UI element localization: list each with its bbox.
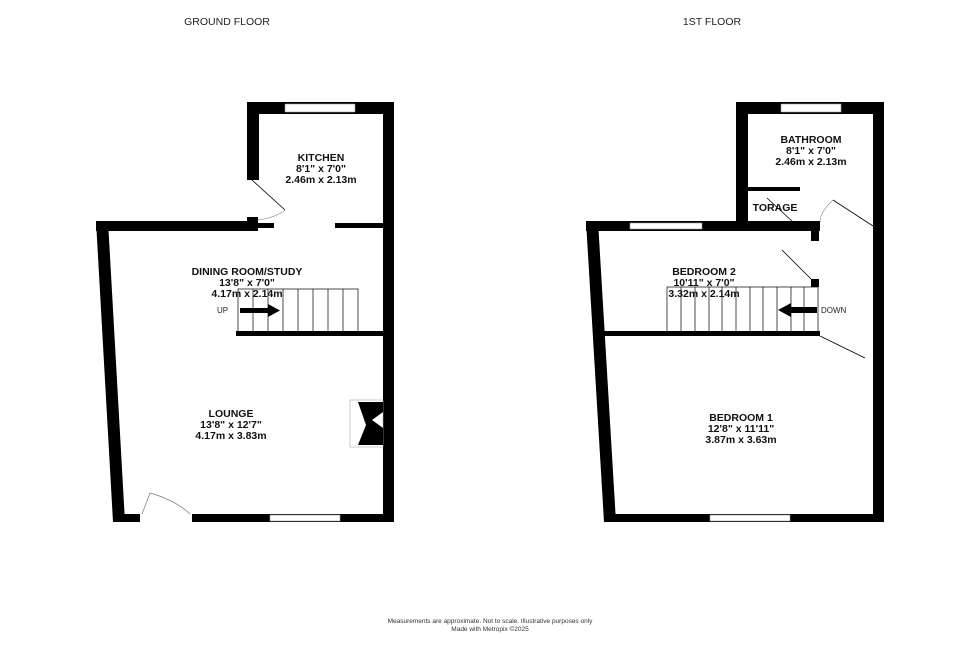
window — [284, 103, 356, 113]
room-metric: 2.46m x 2.13m — [775, 156, 847, 168]
room-metric: 4.17m x 2.14m — [211, 288, 283, 300]
wall — [586, 221, 616, 522]
room-imperial: 13'8" x 12'7" — [200, 419, 262, 431]
room-bedroom-1: BEDROOM 1 12'8" x 11'11" 3.87m x 3.63m — [705, 413, 776, 446]
disclaimer: Measurements are approximate. Not to sca… — [387, 618, 593, 625]
wall — [96, 221, 125, 522]
ground-floor-title: GROUND FLOOR — [184, 16, 270, 28]
wall — [586, 221, 820, 231]
room-storage: TORAGE — [753, 203, 798, 214]
room-bathroom: BATHROOM 8'1" x 7'0" 2.46m x 2.13m — [775, 135, 846, 168]
room-imperial: 8'1" x 7'0" — [296, 163, 346, 175]
wall — [113, 514, 140, 522]
room-metric: 2.46m x 2.13m — [285, 174, 357, 186]
door-swing — [257, 209, 286, 221]
up-arrow-icon — [240, 304, 280, 317]
room-name: BEDROOM 2 — [672, 266, 736, 278]
wall — [383, 102, 394, 522]
stairs-up-label: UP — [217, 306, 229, 315]
window — [269, 514, 341, 522]
wall — [736, 102, 748, 230]
room-name: LOUNGE — [208, 408, 254, 420]
credit: Made with Metropix ©2025 — [451, 626, 529, 633]
stairs-down-label: DOWN — [821, 306, 847, 315]
storage-shelf — [748, 187, 800, 191]
door — [832, 199, 874, 227]
room-imperial: 10'11" x 7'0" — [673, 277, 735, 289]
wall — [96, 221, 258, 231]
room-imperial: 12'8" x 11'11" — [707, 423, 775, 435]
wall — [236, 331, 383, 336]
room-kitchen: KITCHEN 8'1" x 7'0" 2.46m x 2.13m — [285, 153, 356, 186]
room-dining: DINING ROOM/STUDY 13'8" x 7'0" 4.17m x 2… — [192, 267, 303, 300]
door — [141, 492, 191, 515]
room-name: BEDROOM 1 — [709, 412, 773, 424]
fireplace — [349, 399, 384, 448]
room-name: DINING ROOM/STUDY — [191, 266, 303, 278]
room-metric: 3.87m x 3.63m — [705, 434, 777, 446]
wall — [811, 279, 819, 287]
first-floor-title: 1ST FLOOR — [682, 16, 742, 28]
room-metric: 4.17m x 3.83m — [195, 430, 267, 442]
door — [251, 179, 286, 211]
wall — [600, 331, 820, 336]
first-floor-plan — [586, 102, 884, 522]
door — [781, 249, 812, 280]
window — [629, 222, 703, 230]
room-imperial: 13'8" x 7'0" — [219, 277, 275, 289]
room-metric: 3.32m x 2.14m — [668, 288, 740, 300]
room-name: BATHROOM — [780, 134, 842, 146]
wall — [258, 223, 274, 228]
footer: Measurements are approximate. Not to sca… — [388, 618, 593, 634]
window — [780, 103, 842, 113]
door — [766, 197, 794, 223]
room-name: TORAGE — [752, 202, 798, 214]
wall — [247, 102, 259, 180]
wall — [811, 231, 819, 241]
wall — [873, 102, 884, 522]
wall — [335, 223, 383, 228]
down-arrow-icon — [778, 303, 817, 317]
window — [709, 514, 791, 522]
door — [819, 335, 866, 359]
room-bedroom-2: BEDROOM 2 10'11" x 7'0" 3.32m x 2.14m — [668, 267, 739, 300]
ground-floor-plan — [96, 102, 394, 522]
room-imperial: 8'1" x 7'0" — [786, 145, 836, 157]
wall — [247, 217, 258, 231]
room-name: KITCHEN — [297, 152, 345, 164]
room-lounge: LOUNGE 13'8" x 12'7" 4.17m x 3.83m — [195, 409, 266, 442]
